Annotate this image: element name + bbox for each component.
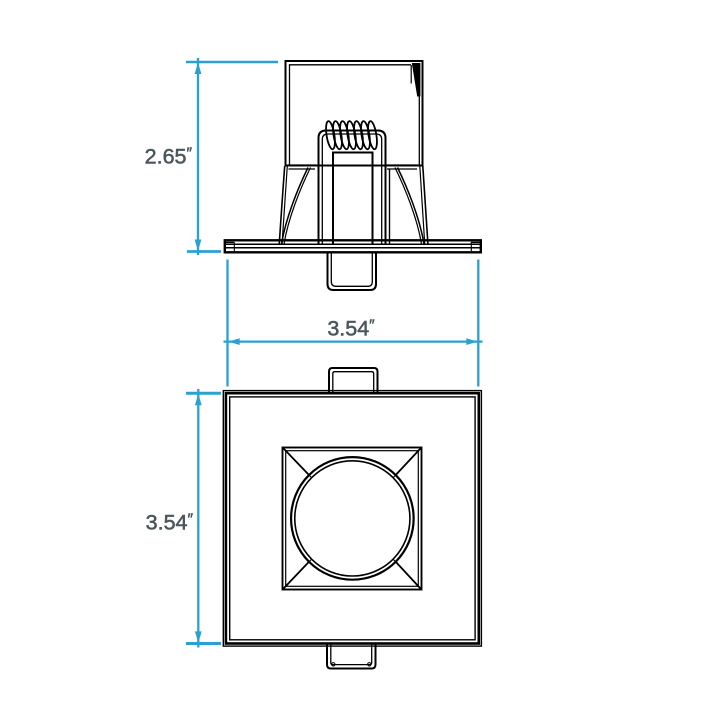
svg-text:3.54″: 3.54″ [146, 511, 194, 535]
svg-text:3.54″: 3.54″ [327, 317, 375, 341]
svg-text:2.65″: 2.65″ [145, 145, 193, 169]
